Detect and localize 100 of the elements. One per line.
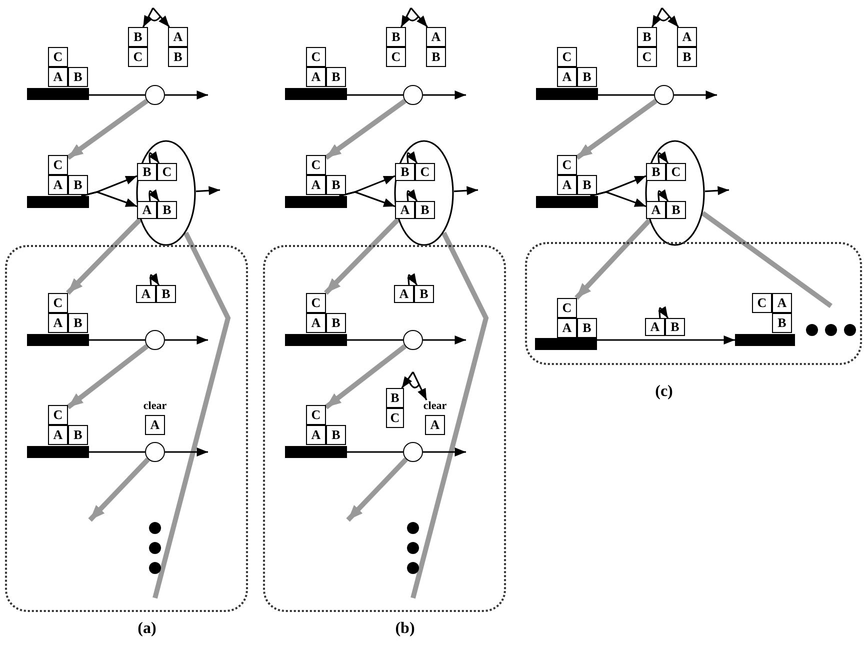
arrow xyxy=(412,372,428,400)
letter-block: A xyxy=(48,175,68,195)
arrow xyxy=(423,336,466,344)
table-bar xyxy=(535,338,597,350)
panel-caption: (a) xyxy=(138,620,156,638)
letter-block: C xyxy=(637,47,657,67)
letter-block: C xyxy=(306,293,326,313)
panel-caption: (b) xyxy=(395,620,415,638)
shaded-arrow xyxy=(324,344,407,410)
letter-block: C xyxy=(306,405,326,425)
state-circle xyxy=(403,330,423,350)
letter-block: B xyxy=(646,163,666,181)
letter-block: A xyxy=(557,67,577,87)
letter-block: B xyxy=(577,67,597,87)
curved-arrow xyxy=(658,189,669,202)
block-caption: clear xyxy=(143,400,167,414)
letter-block: B xyxy=(426,47,446,67)
letter-block: B xyxy=(326,425,346,445)
table-bar xyxy=(285,88,347,100)
line xyxy=(89,339,145,341)
state-circle xyxy=(403,85,423,105)
letter-block: C xyxy=(386,408,404,428)
state-circle xyxy=(145,85,165,105)
letter-block: B xyxy=(415,201,435,219)
letter-block: A xyxy=(306,313,326,333)
state-circle xyxy=(654,85,674,105)
table-bar xyxy=(285,446,347,458)
letter-block: A xyxy=(136,285,156,303)
arrow xyxy=(400,8,412,28)
arrow xyxy=(704,186,730,196)
letter-block: A xyxy=(557,175,577,195)
shaded-line xyxy=(152,232,231,599)
state-circle xyxy=(403,442,423,462)
table-bar xyxy=(27,334,89,346)
table-bar xyxy=(285,196,347,208)
letter-block: B xyxy=(386,388,404,408)
letter-block: C xyxy=(48,405,68,425)
letter-block: B xyxy=(68,175,88,195)
shaded-arrow xyxy=(66,218,142,295)
shaded-arrow xyxy=(346,458,408,522)
curved-arrow xyxy=(406,189,418,202)
arrow xyxy=(423,448,466,456)
letter-block: C xyxy=(157,163,177,181)
letter-block: A xyxy=(306,425,326,445)
table-bar xyxy=(27,446,89,458)
curved-arrow xyxy=(658,151,669,164)
letter-block: C xyxy=(48,47,68,67)
letter-block: A xyxy=(426,27,446,47)
letter-block: C xyxy=(666,163,686,181)
arrow xyxy=(454,186,478,196)
letter-block: B xyxy=(772,313,792,333)
block-caption: clear xyxy=(423,400,447,414)
table-bar xyxy=(735,334,795,346)
letter-block: B xyxy=(386,27,406,47)
shaded-line xyxy=(410,232,489,599)
shaded-arrow xyxy=(66,344,149,410)
arrow xyxy=(590,191,646,208)
arrow xyxy=(152,7,170,28)
arrow xyxy=(81,191,138,208)
letter-block: B xyxy=(326,67,346,87)
arrow xyxy=(651,8,663,28)
arrow xyxy=(661,7,679,28)
letter-block: C xyxy=(306,47,326,67)
arrow xyxy=(410,7,428,28)
letter-block: A xyxy=(557,318,577,338)
letter-block: B xyxy=(577,175,597,195)
table-bar xyxy=(536,88,598,100)
letter-block: A xyxy=(646,201,666,219)
letter-block: C xyxy=(306,155,326,175)
line xyxy=(89,94,145,96)
shaded-arrow xyxy=(574,218,652,300)
table-bar xyxy=(536,196,598,208)
letter-block: C xyxy=(752,293,772,313)
letter-block: B xyxy=(128,27,148,47)
curved-arrow xyxy=(407,273,418,286)
shaded-line xyxy=(701,211,832,308)
letter-block: B xyxy=(414,285,434,303)
letter-block: A xyxy=(395,201,415,219)
letter-block: A xyxy=(137,201,157,219)
letter-block: C xyxy=(48,293,68,313)
letter-block: A xyxy=(48,425,68,445)
shaded-arrow xyxy=(576,98,658,160)
arrow xyxy=(423,90,466,100)
dotted-region xyxy=(5,245,248,612)
letter-block: C xyxy=(128,47,148,67)
letter-block: C xyxy=(557,155,577,175)
arrow xyxy=(339,191,396,208)
curved-arrow xyxy=(148,151,160,164)
letter-block: A xyxy=(145,415,165,435)
table-bar xyxy=(27,88,89,100)
letter-block: B xyxy=(665,318,685,336)
letter-block: C xyxy=(557,47,577,67)
line xyxy=(89,451,145,453)
letter-block: A xyxy=(394,285,414,303)
shaded-arrow xyxy=(324,98,406,160)
letter-block: B xyxy=(156,285,176,303)
letter-block: A xyxy=(425,415,445,435)
arrow xyxy=(142,8,154,28)
panel-caption: (c) xyxy=(655,383,673,401)
letter-block: A xyxy=(306,175,326,195)
